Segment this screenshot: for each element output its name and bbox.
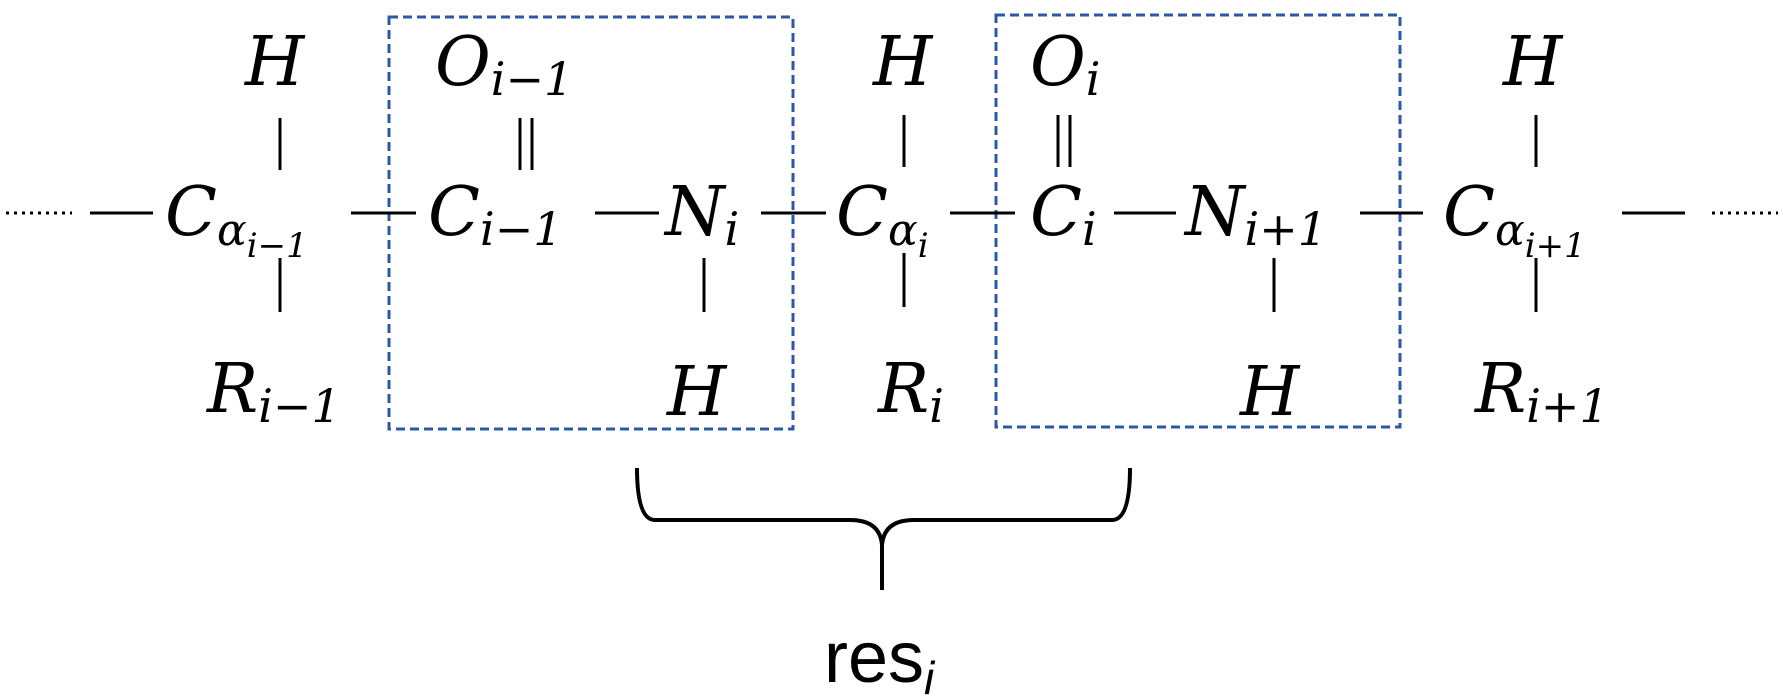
residue-box-left	[387, 15, 795, 431]
atom-n-i: Ni	[663, 173, 739, 256]
atom-ca-i: Cαi	[836, 173, 929, 266]
atom-n-next: Ni+1	[1183, 173, 1327, 256]
atom-ca-next: Cαi+1	[1443, 173, 1586, 266]
atom-r-i: Ri	[876, 350, 944, 433]
atom-h-n-i: H	[665, 353, 728, 432]
atom-h-ca-i: H	[871, 23, 934, 102]
atom-r-next: Ri+1	[1473, 350, 1609, 433]
atom-o-prev: Oi−1	[435, 23, 573, 106]
residue-brace	[635, 467, 1132, 590]
atom-h-n-next: H	[1238, 353, 1301, 432]
atom-h-ca-prev: H	[243, 23, 306, 102]
atom-h-ca-next: H	[1501, 23, 1564, 102]
residue-label: resi	[824, 618, 936, 697]
atom-c-i: Ci	[1030, 173, 1097, 256]
atom-o-i: Oi	[1030, 23, 1100, 106]
atom-c-prev: Ci−1	[428, 173, 563, 256]
atom-ca-prev: Cαi−1	[165, 173, 308, 266]
atom-r-prev: Ri−1	[205, 350, 341, 433]
residue-box-right	[994, 13, 1402, 429]
